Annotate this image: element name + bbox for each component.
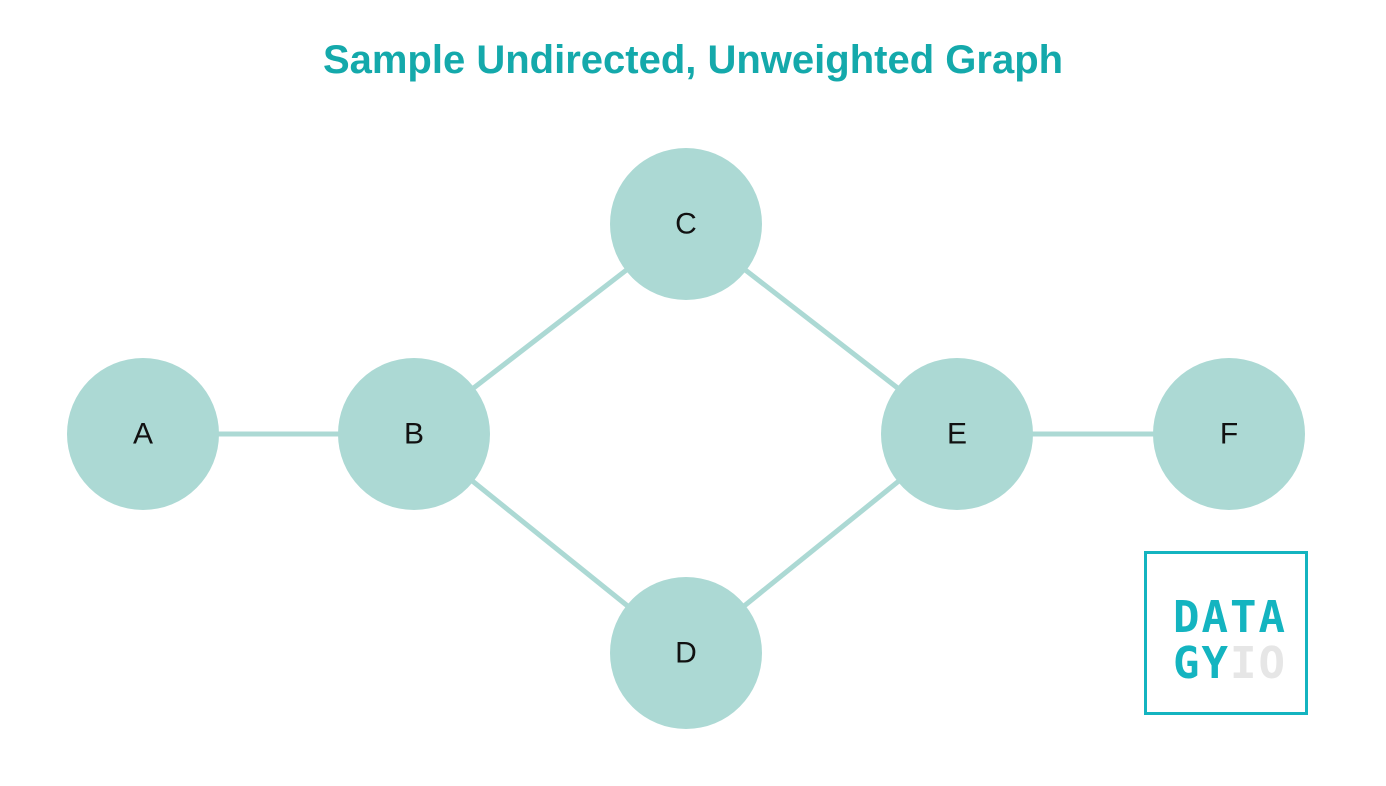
node-c: C [610, 148, 762, 300]
diagram-title: Sample Undirected, Unweighted Graph [322, 38, 1064, 82]
logo-text-gy: GY [1173, 638, 1230, 689]
node-b: B [338, 358, 490, 510]
logo-line-1: DATA [1173, 596, 1287, 640]
logo-text-data: DATA [1173, 592, 1287, 643]
node-circle-d [610, 577, 762, 729]
node-circle-f [1153, 358, 1305, 510]
node-label-d: D [675, 637, 697, 670]
node-circle-c [610, 148, 762, 300]
node-f: F [1153, 358, 1305, 510]
node-label-e: E [947, 418, 967, 451]
logo-text-io: IO [1229, 638, 1287, 689]
node-d: D [610, 577, 762, 729]
logo-line-2: GYIO [1173, 642, 1287, 686]
node-label-f: F [1220, 418, 1238, 451]
node-circle-e [881, 358, 1033, 510]
node-label-b: B [404, 418, 424, 451]
nodes-layer: A B C D E F [67, 148, 1305, 729]
node-a: A [67, 358, 219, 510]
node-label-a: A [133, 418, 153, 451]
node-circle-b [338, 358, 490, 510]
node-label-c: C [675, 208, 697, 241]
node-e: E [881, 358, 1033, 510]
datagy-logo: DATA GYIO [1144, 551, 1308, 715]
node-circle-a [67, 358, 219, 510]
